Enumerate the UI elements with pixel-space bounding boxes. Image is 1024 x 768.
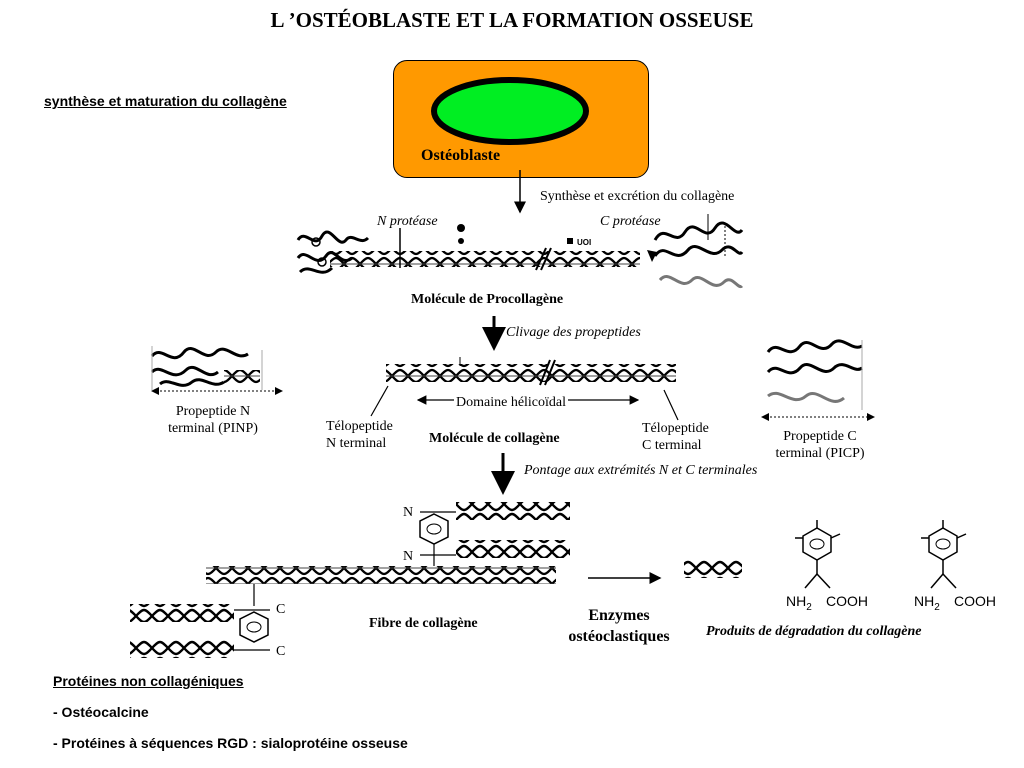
enzymes-line2: ostéoclastiques	[568, 628, 670, 645]
n-protease-label: N protéase	[377, 214, 438, 229]
picp-label-line1: Propeptide C	[783, 429, 857, 444]
cooh-label-2: COOH	[954, 593, 996, 609]
degradation-product-2	[921, 520, 967, 589]
pinp-label-line2: terminal (PINP)	[168, 421, 258, 436]
noncollagen-title: Protéines non collagéniques	[53, 673, 244, 689]
collagen-fibre	[130, 502, 570, 658]
telo-c-line2: C terminal	[642, 438, 702, 453]
enzymes-label: Enzymes ostéoclastiques	[548, 605, 690, 647]
osteocalcine-item: - Ostéocalcine	[53, 704, 149, 720]
n-label-top: N	[403, 505, 414, 520]
nucleus	[431, 77, 589, 145]
degradation-product-1	[795, 520, 841, 589]
collagen-molecule	[386, 357, 676, 386]
page-title: L ’OSTÉOBLASTE ET LA FORMATION OSSEUSE	[270, 8, 754, 32]
fibre-label: Fibre de collagène	[369, 616, 478, 631]
picp-label-line2: terminal (PICP)	[775, 446, 865, 461]
cooh-label-1: COOH	[826, 593, 868, 609]
telo-n-label: Télopeptide N terminal	[326, 418, 393, 452]
nh2-label-2: NH2	[914, 593, 940, 613]
telo-n-line2: N terminal	[326, 436, 387, 451]
nh2-text-1: NH	[786, 593, 807, 609]
pinp-label: Propeptide N terminal (PINP)	[148, 403, 278, 437]
c-label-bottom: C	[276, 644, 286, 659]
pinp-label-line1: Propeptide N	[175, 404, 251, 419]
telo-n-line1: Télopeptide	[326, 419, 393, 434]
telo-n-pointer	[370, 385, 389, 417]
pinp-fragment	[150, 346, 263, 390]
collagen-molecule-label: Molécule de collagène	[429, 431, 560, 446]
helical-domain-label: Domaine hélicoïdal	[454, 394, 569, 411]
telo-c-pointer	[663, 389, 679, 421]
rgd-item: - Protéines à séquences RGD : sialoproté…	[53, 735, 408, 751]
enzymes-line1: Enzymes	[588, 607, 650, 624]
c-label-top: C	[276, 602, 286, 617]
procollagen-label: Molécule de Procollagène	[411, 292, 564, 307]
c-protease-label: C protéase	[600, 214, 661, 229]
nh2-sub-1: 2	[806, 601, 812, 613]
svg-text:UOI: UOI	[577, 238, 591, 247]
procollagen-molecule: UOI	[296, 214, 744, 289]
degradation-label: Produits de dégradation du collagène	[706, 624, 922, 639]
synthesis-step-label: Synthèse et excrétion du collagène	[540, 189, 735, 204]
telo-c-label: Télopeptide C terminal	[642, 420, 709, 454]
cleavage-label: Clivage des propeptides	[506, 325, 641, 340]
picp-fragment	[766, 339, 863, 410]
section-synthesis-title: synthèse et maturation du collagène	[44, 93, 287, 109]
nh2-sub-2: 2	[934, 601, 940, 613]
degraded-fragment	[684, 560, 742, 578]
crosslinking-label: Pontage aux extrémités N et C terminales	[524, 463, 758, 478]
nh2-label-1: NH2	[786, 593, 812, 613]
telo-c-line1: Télopeptide	[642, 421, 709, 436]
nh2-text-2: NH	[914, 593, 935, 609]
osteoblast-label: Ostéoblaste	[421, 147, 501, 164]
picp-label: Propeptide C terminal (PICP)	[758, 428, 882, 462]
n-label-bottom: N	[403, 549, 414, 564]
